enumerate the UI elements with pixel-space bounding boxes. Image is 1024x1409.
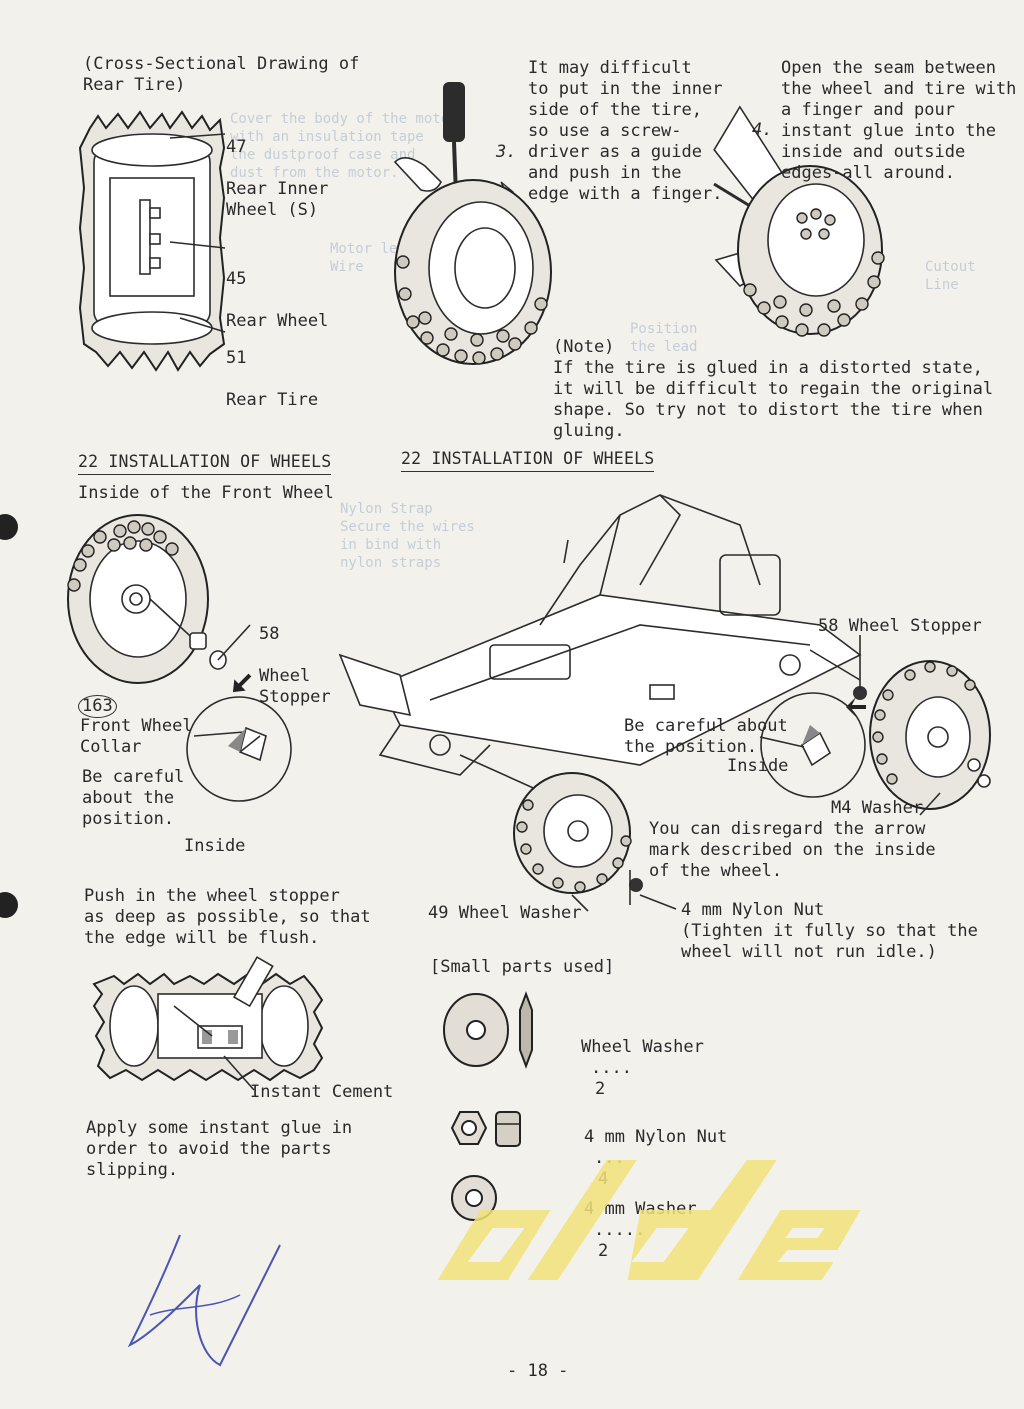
part-47-label: 47 Rear Inner Wheel (S): [226, 116, 328, 221]
left-section-heading: 22 INSTALLATION OF WHEELS: [78, 452, 332, 475]
part-number: 47: [226, 137, 247, 157]
wheel-stopper-cross-section: [92, 956, 324, 1091]
apply-glue-instruction: Apply some instant glue in order to avoi…: [86, 1118, 353, 1180]
binder-hole-top: [0, 514, 18, 540]
step3-text: It may difficult to put in the inner sid…: [528, 58, 723, 204]
part-number: 45: [226, 269, 247, 289]
handwritten-signature: [127, 1234, 281, 1367]
left-wheel-stopper-label: 58 Wheel Stopper: [259, 603, 331, 708]
watermark-logo: [437, 1160, 861, 1280]
part-name: Rear Wheel: [226, 311, 329, 331]
page-number: - 18 -: [507, 1361, 569, 1381]
cross-section-title: (Cross-Sectional Drawing of Rear Tire): [83, 54, 360, 95]
small-part-dots: .....: [594, 1220, 646, 1240]
bleed-through-text: Nylon Strap Secure the wires in bind wit…: [340, 501, 475, 571]
part-name: Rear Inner Wheel (S): [226, 179, 329, 220]
m4-washer-icon: [451, 1175, 497, 1221]
step3-number: 3.: [496, 142, 517, 162]
small-part-name: 4 mm Nylon Nut: [584, 1127, 728, 1147]
part-name: Wheel Stopper: [259, 666, 331, 707]
right-careful-note: Be careful about the position.: [624, 716, 788, 757]
front-wheel-inside-illustration: [67, 514, 252, 693]
collar-label: Front Wheel Collar: [80, 716, 193, 757]
part-name: Rear Tire: [226, 390, 319, 410]
binder-hole-bottom: [0, 892, 18, 918]
right-section-heading: 22 INSTALLATION OF WHEELS: [401, 449, 655, 472]
push-instruction: Push in the wheel stopper as deep as pos…: [84, 886, 371, 948]
left-careful-note: Be careful about the position.: [82, 767, 185, 829]
part-number: 58: [259, 624, 280, 644]
small-part-dots: ....: [591, 1058, 632, 1078]
small-parts-title: [Small parts used]: [430, 957, 615, 977]
right-inside-label: Inside: [727, 756, 789, 776]
front-wheel-inside-label: Inside of the Front Wheel: [78, 483, 334, 503]
nylon-nut-icon: [450, 1111, 521, 1147]
step4-number: 4.: [752, 120, 773, 140]
part-number: 51: [226, 348, 247, 368]
step4-text: Open the seam between the wheel and tire…: [781, 58, 1017, 183]
chassis-assembly-illustration: [338, 494, 991, 912]
bleed-through-text: Cutout Line: [925, 259, 976, 293]
rear-tire-cross-section-diagram: [78, 110, 226, 372]
bleed-through-text: Position the lead: [630, 321, 698, 355]
step3-screwdriver-illustration: [393, 82, 552, 365]
step4-glue-illustration: [713, 105, 885, 337]
bleed-through-text: Cover the body of the motor with an insu…: [230, 111, 458, 181]
small-part-qty: 2: [595, 1079, 606, 1099]
left-position-detail-circle: [186, 696, 292, 802]
part-45-label: 45 Rear Wheel: [226, 248, 328, 332]
right-wheel-stopper-label: 58 Wheel Stopper: [818, 616, 982, 636]
gluing-note: (Note) If the tire is glued in a distort…: [553, 337, 994, 441]
arrow-disregard-note: You can disregard the arrow mark describ…: [649, 819, 936, 881]
left-inside-label: Inside: [184, 836, 246, 856]
collar-number: 163: [78, 695, 117, 718]
part-51-label: 51 Rear Tire: [226, 327, 318, 411]
wheel-washer-label: 49 Wheel Washer: [428, 903, 582, 923]
wheel-washer-icon: [443, 991, 533, 1069]
instant-cement-label: Instant Cement: [250, 1082, 394, 1102]
nylon-nut-label: 4 mm Nylon Nut (Tighten it fully so that…: [681, 900, 978, 962]
small-part-row: Wheel Washer .... 2: [581, 1016, 704, 1100]
small-part-qty: 2: [598, 1241, 609, 1261]
small-part-name: Wheel Washer: [581, 1037, 704, 1057]
m4-washer-label: M4 Washer: [831, 798, 924, 818]
